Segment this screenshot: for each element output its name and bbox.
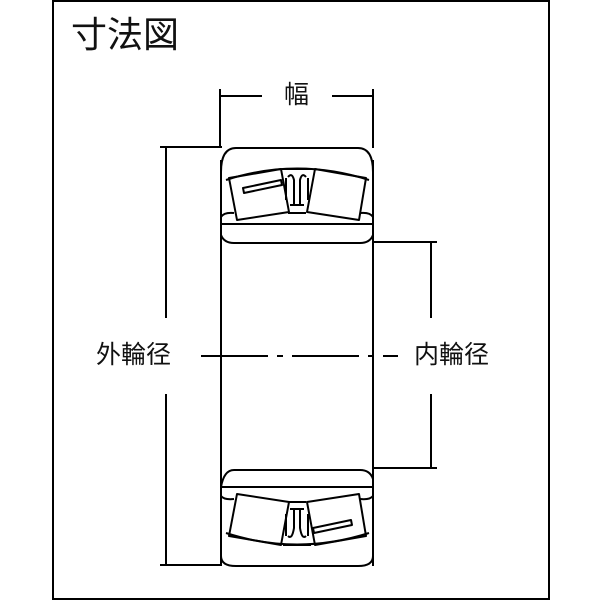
outer-diameter-label: 外輪径 — [96, 340, 172, 369]
bearing-body — [220, 160, 374, 566]
diagram-frame — [52, 0, 550, 600]
diagram-title: 寸法図 — [71, 15, 180, 56]
bearing-bottom-section — [220, 469, 374, 567]
outer-diameter-dimension — [160, 146, 222, 566]
inner-diameter-label: 内輪径 — [414, 340, 490, 369]
width-label: 幅 — [284, 80, 310, 109]
inner-diameter-dimension — [373, 241, 437, 469]
bearing-top-section — [220, 147, 374, 244]
width-dimension — [219, 89, 374, 148]
